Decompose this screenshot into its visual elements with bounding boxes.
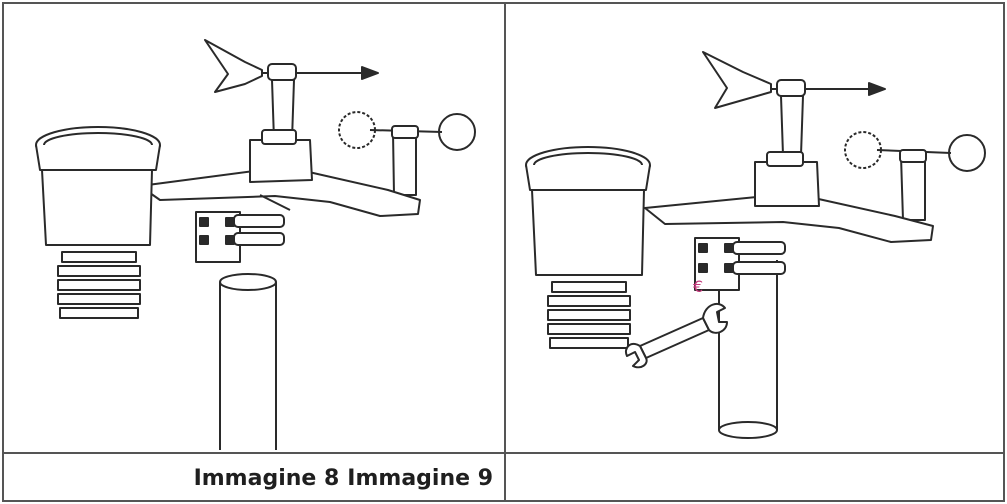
empty-table-cell [507,455,1002,499]
figure-8-illustration [35,39,476,450]
caption-figure-8: Immagine 8 [193,465,340,491]
figure-9-illustration: € [525,51,986,439]
caption-figure-9: Immagine 9 [347,465,493,491]
figure-captions: Immagine 8 Immagine 9 [5,456,505,500]
marker-glyph: € [693,277,703,296]
